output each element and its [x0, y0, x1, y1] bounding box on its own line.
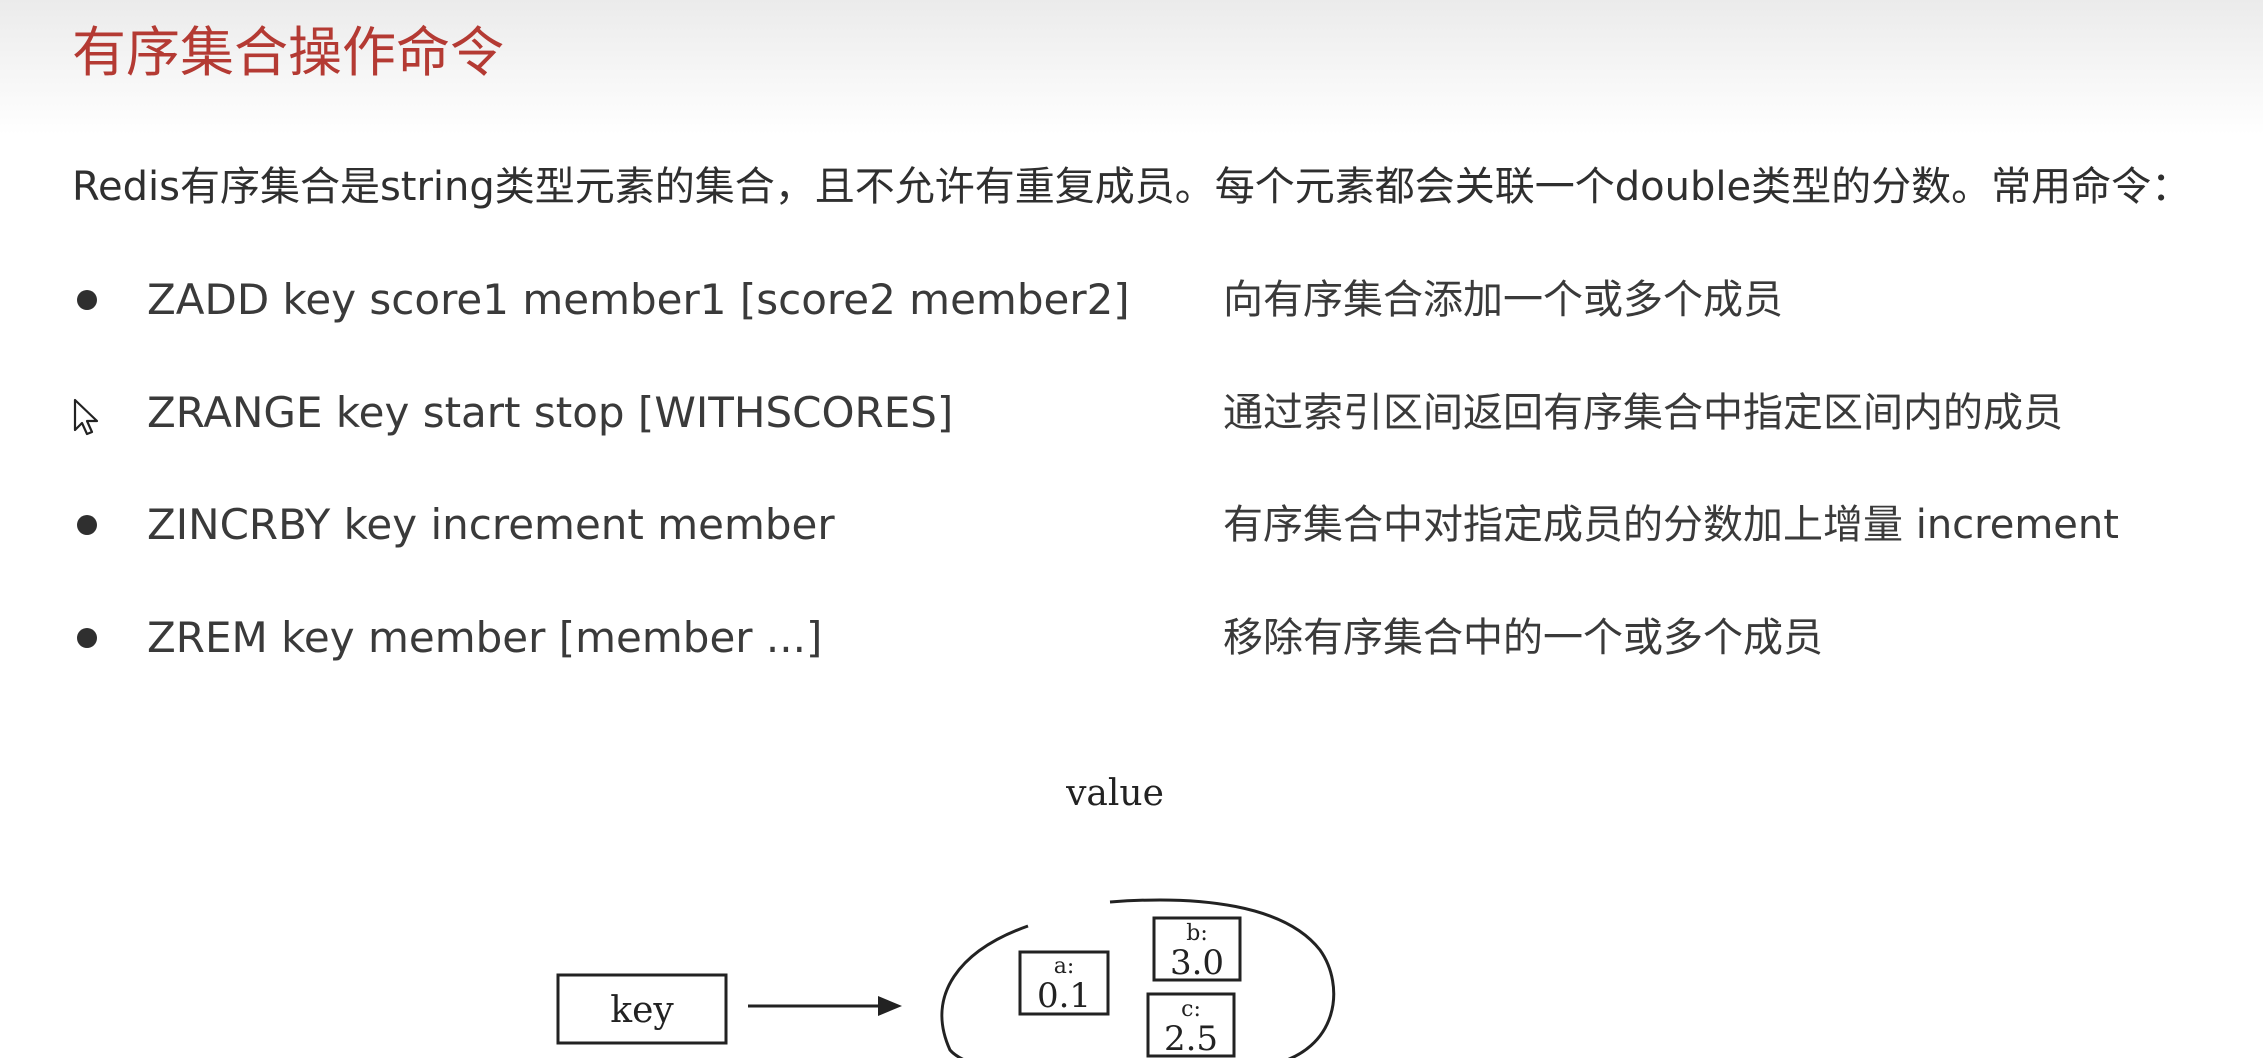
key-box	[556, 973, 728, 1045]
bullet-icon	[77, 290, 97, 310]
command-row: ZADD key score1 member1 [score2 member2]…	[0, 268, 2263, 332]
member-box: b: 3.0	[1152, 916, 1242, 983]
bullet-icon	[77, 628, 97, 648]
set-ellipse	[940, 898, 1336, 1058]
value-label: value	[1065, 773, 1164, 814]
member-name: b:	[1186, 921, 1208, 946]
command-description: 移除有序集合中的一个或多个成员	[1223, 615, 1823, 661]
command-description: 通过索引区间返回有序集合中指定区间内的成员	[1223, 390, 2063, 436]
arrow-head-icon	[878, 996, 902, 1016]
command-row: ZRANGE key start stop [WITHSCORES] 通过索引区…	[0, 381, 2263, 445]
member-box: c: 2.5	[1146, 992, 1236, 1058]
member-score: 3.0	[1170, 943, 1224, 983]
sorted-set-diagram: value key a: 0.1 b: 3.0 c: 2.5	[556, 773, 1336, 1058]
command-syntax: ZADD key score1 member1 [score2 member2]	[147, 275, 1130, 324]
command-description: 有序集合中对指定成员的分数加上增量 increment	[1223, 502, 2119, 548]
command-row: ZINCRBY key increment member 有序集合中对指定成员的…	[0, 493, 2263, 557]
command-row: ZREM key member [member ...] 移除有序集合中的一个或…	[0, 606, 2263, 670]
command-syntax: ZREM key member [member ...]	[147, 613, 823, 662]
mouse-cursor-icon	[73, 398, 99, 436]
page-title: 有序集合操作命令	[72, 21, 504, 84]
key-label: key	[610, 990, 674, 1031]
command-syntax: ZRANGE key start stop [WITHSCORES]	[147, 388, 954, 437]
intro-text: Redis有序集合是string类型元素的集合，且不允许有重复成员。每个元素都会…	[72, 164, 2192, 210]
member-name: a:	[1054, 954, 1075, 979]
title-band	[0, 0, 2263, 135]
member-score: 2.5	[1164, 1019, 1218, 1058]
bullet-icon	[77, 515, 97, 535]
command-syntax: ZINCRBY key increment member	[147, 500, 835, 549]
command-description: 向有序集合添加一个或多个成员	[1223, 277, 1783, 323]
member-box: a: 0.1	[1018, 950, 1110, 1016]
member-name: c:	[1181, 997, 1201, 1022]
member-score: 0.1	[1037, 976, 1091, 1016]
